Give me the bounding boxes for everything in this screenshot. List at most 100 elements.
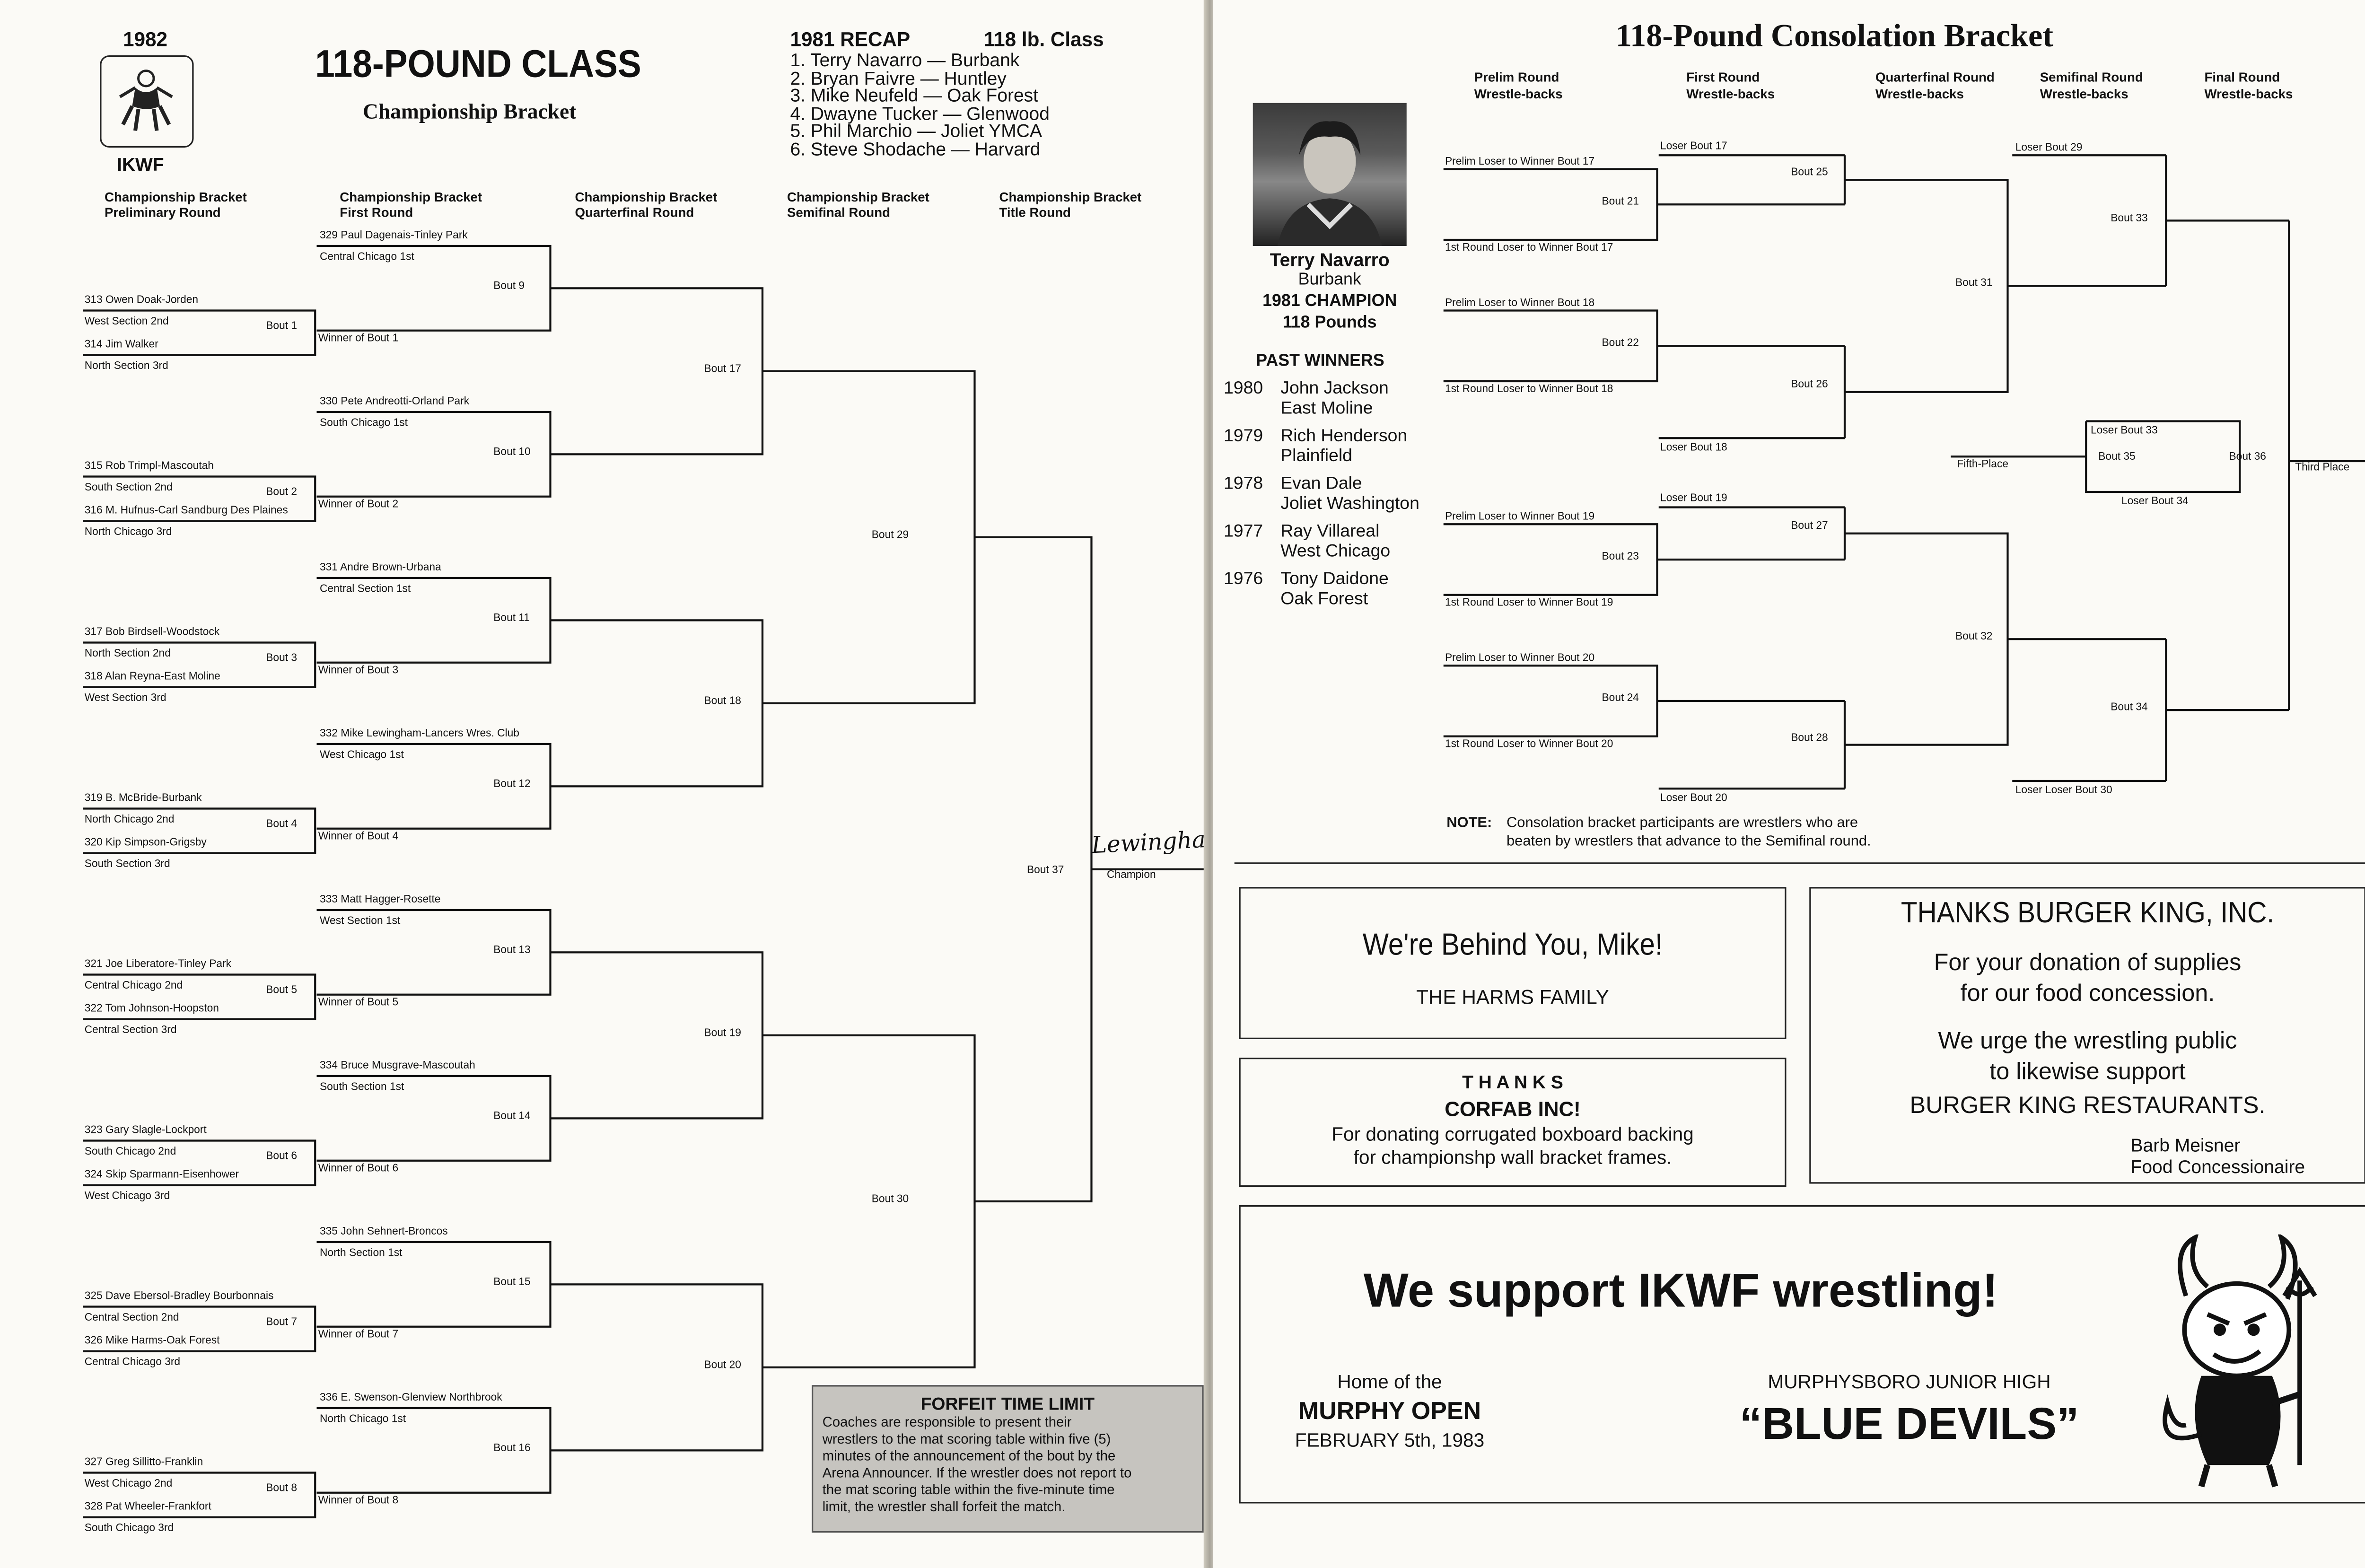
event-name: MURPHY OPEN	[1274, 1401, 1505, 1425]
burger-king-ad: THANKS BURGER KING, INC. For your donati…	[1809, 887, 2365, 1183]
seed-section: West Section 1st	[320, 916, 400, 927]
cons-entry: Prelim Loser to Winner Bout 17	[1445, 157, 1594, 168]
prelim-wrestler: 314 Jim Walker	[85, 340, 158, 350]
ikwf-support-ad: We support IKWF wrestling! Home of the M…	[1239, 1205, 2365, 1504]
seed-wrestler: 331 Andre Brown-Urbana	[320, 563, 441, 574]
bk-line: For your donation of supplies	[1811, 952, 2365, 975]
cons-entry: 1st Round Loser to Winner Bout 18	[1445, 385, 1613, 395]
divider	[1235, 862, 2365, 864]
seed-section: Central Chicago 1st	[320, 252, 414, 263]
cons-entry: Loser Bout 18	[1660, 443, 1727, 454]
prelim-section: Central Chicago 2nd	[85, 981, 183, 992]
bout-label: Bout 4	[266, 819, 297, 830]
bout-label: Bout 20	[704, 1360, 741, 1371]
winner-label: Winner of Bout 4	[318, 832, 398, 842]
bout-label: Bout 9	[493, 280, 525, 291]
prelim-section: South Chicago 3rd	[85, 1524, 174, 1534]
seed-section: South Section 1st	[320, 1082, 404, 1093]
bout-label: Bout 6	[266, 1151, 297, 1162]
bout-label: Bout 3	[266, 653, 297, 664]
note-line: Consolation bracket participants are wre…	[1507, 816, 1858, 831]
cons-entry: Prelim Loser to Winner Bout 18	[1445, 298, 1594, 309]
cons-entry: Loser Bout 19	[1660, 493, 1727, 504]
bout-label: Bout 14	[493, 1111, 530, 1121]
cons-entry: Prelim Loser to Winner Bout 19	[1445, 512, 1594, 523]
prelim-wrestler: 320 Kip Simpson-Grigsby	[85, 838, 207, 849]
prelim-section: West Chicago 2nd	[85, 1479, 173, 1490]
bout-label: Bout 36	[2229, 452, 2266, 463]
prelim-section: Central Section 3rd	[85, 1025, 177, 1036]
cons-entry: Loser Bout 34	[2121, 497, 2189, 508]
bout-label: Bout 27	[1791, 521, 1828, 532]
bout-label: Bout 33	[2111, 213, 2147, 224]
cons-entry: Loser Loser Bout 30	[2015, 786, 2112, 797]
forfeit-line: Coaches are responsible to present their	[823, 1414, 1193, 1431]
prelim-wrestler: 321 Joe Liberatore-Tinley Park	[85, 959, 231, 970]
prelim-wrestler: 328 Pat Wheeler-Frankfort	[85, 1502, 211, 1513]
bout-label: Bout 19	[704, 1028, 741, 1039]
event-date: FEBRUARY 5th, 1983	[1274, 1431, 1505, 1451]
bout-label: Bout 29	[872, 530, 909, 541]
cons-entry: Loser Bout 17	[1660, 141, 1727, 152]
home-of-label: Home of the	[1274, 1373, 1505, 1392]
prelim-section: North Section 2nd	[85, 649, 171, 660]
forfeit-line: minutes of the announcement of the bout …	[823, 1448, 1193, 1465]
bout-label: Bout 23	[1602, 552, 1639, 563]
bout-label: Bout 25	[1791, 167, 1828, 178]
bout-label: Bout 7	[266, 1317, 297, 1328]
winner-label: Winner of Bout 2	[318, 499, 398, 510]
bracket-line	[762, 371, 975, 703]
bk-headline: THANKS BURGER KING, INC.	[1833, 899, 2342, 929]
corfab-ad: T H A N K S CORFAB INC! For donating cor…	[1239, 1058, 1787, 1187]
bk-line: We urge the wrestling public	[1811, 1030, 2365, 1054]
seed-wrestler: 333 Matt Hagger-Rosette	[320, 895, 440, 906]
bout-label: Bout 11	[493, 613, 530, 623]
prelim-section: Central Chicago 3rd	[85, 1358, 180, 1368]
right-page: 118-Pound Consolation Bracket Prelim Rou…	[1213, 0, 2365, 1568]
bout-label: Bout 35	[2098, 452, 2135, 463]
bout-label: Bout 37	[1027, 865, 1064, 876]
bout-label: Bout 5	[266, 985, 297, 996]
bout-label: Bout 10	[493, 447, 530, 457]
note-label: NOTE:	[1446, 816, 1492, 831]
winner-label: Winner of Bout 5	[318, 998, 398, 1008]
harms-headline: We're Behind You, Mike!	[1268, 930, 1757, 961]
winner-label: Winner of Bout 8	[318, 1496, 398, 1507]
prelim-section: West Chicago 3rd	[85, 1191, 170, 1202]
champion-signature: Lewingha	[1091, 829, 1206, 858]
forfeit-line: Arena Announcer. If the wrestler does no…	[823, 1465, 1193, 1482]
harms-ad: We're Behind You, Mike! THE HARMS FAMILY	[1239, 887, 1787, 1039]
harms-sub: THE HARMS FAMILY	[1241, 987, 1785, 1007]
corfab-thanks: T H A N K S	[1241, 1073, 1785, 1092]
prelim-wrestler: 322 Tom Johnson-Hoopston	[85, 1004, 219, 1015]
prelim-wrestler: 327 Greg Sillitto-Franklin	[85, 1457, 203, 1468]
prelim-section: North Chicago 3rd	[85, 527, 172, 538]
bout-label: Bout 8	[266, 1483, 297, 1494]
forfeit-line: wrestlers to the mat scoring table withi…	[823, 1431, 1193, 1448]
winner-label: Winner of Bout 3	[318, 666, 398, 676]
bout-label: Bout 13	[493, 945, 530, 955]
champion-label: Champion	[1107, 870, 1156, 881]
seed-wrestler: 334 Bruce Musgrave-Mascoutah	[320, 1061, 475, 1072]
bout-label: Bout 31	[1955, 278, 1992, 289]
cons-entry: Loser Bout 33	[2091, 426, 2158, 437]
bout-label: Bout 32	[1955, 631, 1992, 642]
cons-entry: 1st Round Loser to Winner Bout 20	[1445, 739, 1613, 750]
seed-section: North Chicago 1st	[320, 1414, 406, 1425]
seed-section: North Section 1st	[320, 1248, 403, 1259]
forfeit-line: limit, the wrestler shall forfeit the ma…	[823, 1499, 1193, 1516]
ikwf-headline: We support IKWF wrestling!	[1364, 1267, 1998, 1314]
corfab-company: CORFAB INC!	[1241, 1099, 1785, 1120]
prelim-wrestler: 316 M. Hufnus-Carl Sandburg Des Plaines	[85, 506, 288, 517]
prelim-wrestler: 324 Skip Sparmann-Eisenhower	[85, 1170, 239, 1181]
prelim-wrestler: 318 Alan Reyna-East Moline	[85, 672, 220, 683]
bk-line: to likewise support	[1811, 1061, 2365, 1085]
prelim-wrestler: 326 Mike Harms-Oak Forest	[85, 1336, 220, 1347]
seed-wrestler: 335 John Sehnert-Broncos	[320, 1227, 448, 1238]
seed-section: Central Section 1st	[320, 584, 411, 595]
school-name: MURPHYSBORO JUNIOR HIGH	[1717, 1373, 2102, 1392]
seed-wrestler: 332 Mike Lewingham-Lancers Wres. Club	[320, 729, 519, 740]
prelim-wrestler: 313 Owen Doak-Jorden	[85, 295, 198, 306]
cons-entry: Loser Bout 20	[1660, 793, 1727, 804]
seed-wrestler: 336 E. Swenson-Glenview Northbrook	[320, 1393, 502, 1404]
